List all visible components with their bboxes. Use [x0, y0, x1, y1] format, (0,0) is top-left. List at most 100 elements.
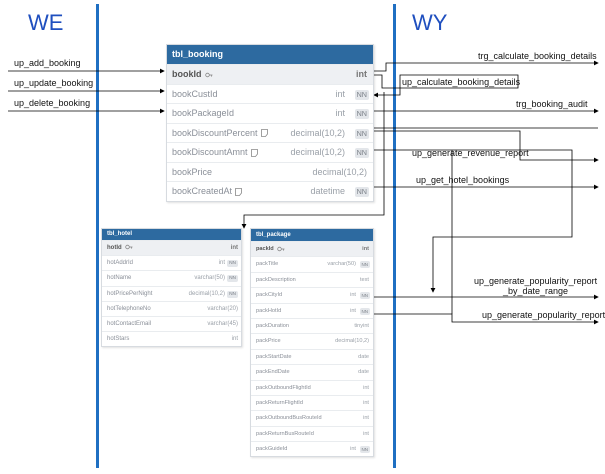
label-up-add-booking: up_add_booking — [14, 58, 81, 68]
table-package-title: tbl_package — [251, 229, 373, 241]
column-name: bookId — [172, 65, 213, 85]
column-type: text — [359, 276, 369, 283]
note-icon — [250, 148, 258, 157]
column-name-text: packReturnBusRouteId — [256, 430, 314, 437]
hotel-column-row[interactable]: hotTelephoneNo varchar(20) — [102, 300, 241, 316]
column-name-text: hotStars — [107, 336, 130, 343]
column-type: int — [363, 430, 369, 437]
column-name-text: packId — [256, 246, 274, 252]
column-name: packOutboundFlightId — [256, 381, 311, 396]
not-null-badge: NN — [354, 148, 369, 158]
column-type: varchar(20) — [207, 305, 238, 312]
label-trg-calculate-booking-details: trg_calculate_booking_details — [478, 51, 597, 61]
column-name-text: bookPrice — [172, 166, 213, 177]
column-type: int — [363, 415, 369, 422]
column-type: int — [335, 88, 345, 99]
not-null-badge: NN — [227, 275, 238, 283]
column-name-text: hotPricePerNight — [107, 290, 153, 297]
package-column-row[interactable]: packReturnBusRouteId int — [251, 425, 373, 441]
column-name: hotId — [107, 241, 133, 256]
column-name-text: packHotId — [256, 307, 282, 314]
column-name: packPrice — [256, 334, 281, 349]
not-null-badge: NN — [359, 292, 370, 300]
table-booking-title: tbl_booking — [167, 45, 373, 64]
column-type: date — [358, 369, 369, 376]
column-name: hotAddrId — [107, 256, 133, 271]
package-column-row[interactable]: packTitle varchar(50)NN — [251, 256, 373, 271]
column-name: packReturnFlightId — [256, 396, 303, 411]
column-name: bookPackageId — [172, 104, 234, 124]
column-type: int — [362, 246, 369, 252]
not-null-badge: NN — [359, 261, 370, 269]
column-name: packGuideId — [256, 442, 287, 457]
package-column-row[interactable]: packEndDate date — [251, 364, 373, 379]
column-name: packOutboundBusRouteId — [256, 411, 322, 426]
package-column-row[interactable]: packId int — [251, 241, 373, 257]
column-name-text: packEndDate — [256, 369, 290, 376]
package-column-row[interactable]: packReturnFlightId int — [251, 394, 373, 411]
column-name-text: hotAddrId — [107, 260, 134, 267]
label-trg-booking-audit: trg_booking_audit — [516, 99, 588, 109]
column-name-text: bookId — [172, 69, 202, 79]
package-column-row[interactable]: packOutboundBusRouteId int — [251, 410, 373, 425]
column-name: packHotId — [256, 304, 281, 319]
not-null-badge: NN — [354, 109, 369, 119]
column-name-text: packOutboundBusRouteId — [256, 415, 322, 422]
column-name: bookPrice — [172, 163, 212, 183]
not-null-badge: NN — [359, 446, 370, 454]
label-up-update-booking: up_update_booking — [14, 78, 94, 88]
column-name-text: bookCreatedAt — [172, 186, 233, 196]
column-type: datetime — [310, 186, 345, 196]
column-name: packTitle — [256, 257, 278, 272]
table-package[interactable]: tbl_package packId int packTitle varchar(50… — [250, 228, 374, 458]
label-up-generate-popularity-report: up_generate_popularity_report — [482, 310, 605, 320]
note-icon — [235, 187, 242, 196]
column-name: packDuration — [256, 319, 289, 334]
column-name: bookCustId — [172, 85, 218, 105]
wire-booking-package — [241, 196, 385, 229]
wire-up-calc — [372, 74, 519, 98]
hotel-column-row[interactable]: hotName varchar(50)NN — [102, 270, 241, 285]
zone-divider-left — [96, 4, 99, 468]
column-type: varchar(50) — [327, 261, 356, 268]
column-type: varchar(45) — [207, 320, 238, 327]
note-icon — [260, 129, 268, 138]
key-icon — [277, 246, 285, 251]
label-up-generate-popularity-report-line2: _by_date_range — [503, 286, 569, 296]
not-null-badge: NN — [227, 260, 238, 268]
column-name-text: hotTelephoneNo — [107, 305, 151, 312]
column-name: packCityId — [256, 288, 282, 303]
column-type: int — [363, 399, 369, 406]
column-name: hotStars — [107, 332, 129, 347]
column-type: int — [350, 307, 356, 314]
booking-column-row[interactable]: bookCustId int NN — [167, 83, 373, 105]
column-name-text: bookPackageId — [172, 108, 235, 118]
not-null-badge: NN — [359, 307, 370, 315]
column-type: varchar(50) — [194, 275, 225, 282]
not-null-badge: NN — [227, 290, 238, 298]
column-name: hotPricePerNight — [107, 287, 152, 302]
not-null-badge: NN — [354, 89, 369, 100]
column-name-text: hotName — [107, 275, 132, 282]
